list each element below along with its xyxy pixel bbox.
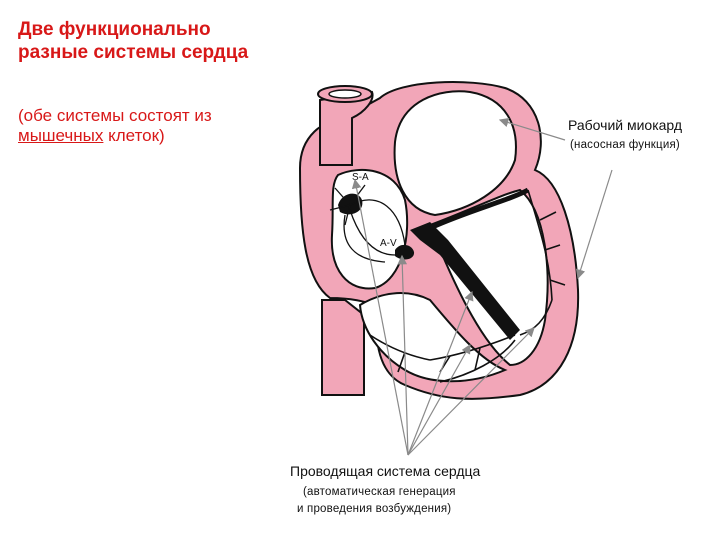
right-atrium — [330, 168, 409, 290]
pointer-arrows — [351, 117, 613, 456]
vena-cava — [321, 299, 365, 396]
purkinje-fibers — [369, 189, 566, 383]
upper-chamber — [393, 90, 517, 217]
av-label: A-V — [380, 238, 397, 249]
right-ventricle — [358, 292, 508, 383]
left-bundle-branch — [428, 187, 530, 231]
conduction-system-label: Проводящая система сердца — [290, 463, 481, 479]
note-part-1: (обе системы состоят из — [18, 106, 212, 125]
subtitle-note: (обе системы состоят из мышечных клеток) — [18, 106, 278, 146]
conduction-sublabel-2: и проведения возбуждения) — [297, 503, 452, 515]
sa-label: S-A — [352, 172, 369, 183]
conduction-sublabel-1: (автоматическая генерация — [303, 486, 456, 498]
note-part-2: клеток) — [103, 126, 165, 145]
working-myocardium-sublabel: (насосная функция) — [570, 139, 680, 151]
working-myocardium-label: Рабочий миокард — [568, 117, 683, 133]
his-bundle — [410, 222, 520, 340]
slide-title: Две функционально разные системы сердца — [18, 19, 249, 63]
note-underlined-word: мышечных — [18, 126, 104, 145]
left-ventricle — [428, 188, 549, 367]
aorta-lumen — [328, 89, 362, 99]
